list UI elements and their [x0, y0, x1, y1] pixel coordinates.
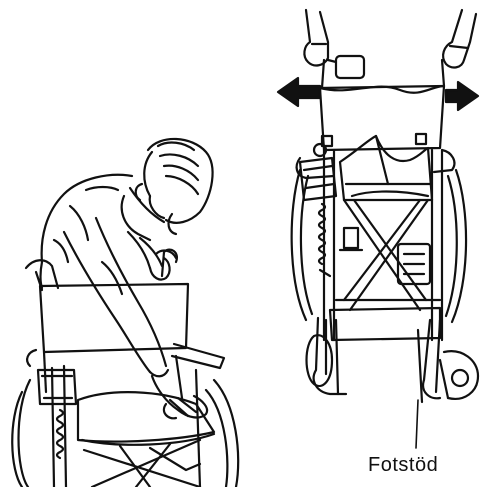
person-unfolding-wheelchair — [12, 139, 238, 487]
footrest-label: Fotstöd — [368, 454, 438, 477]
folded-wheelchair-front-view — [278, 10, 478, 448]
